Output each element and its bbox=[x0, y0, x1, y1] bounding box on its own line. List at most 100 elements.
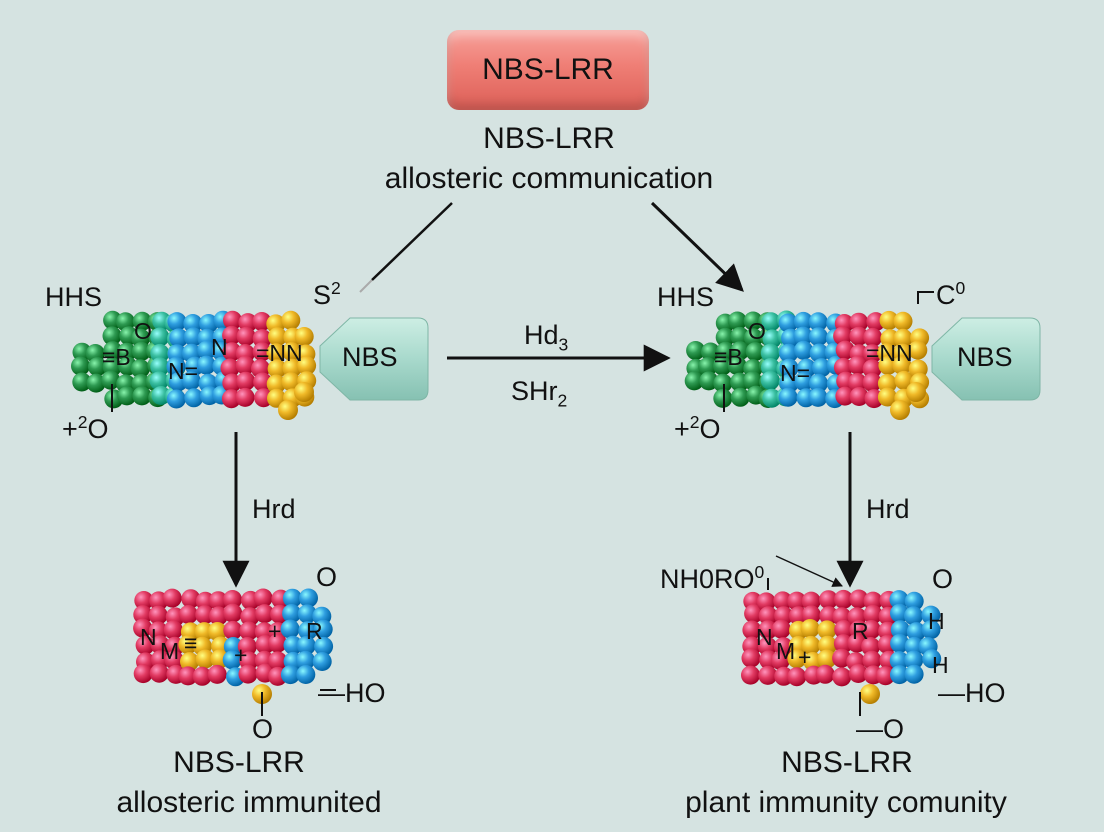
atom-bead-334 bbox=[861, 637, 881, 656]
atom-bead-228 bbox=[180, 652, 199, 672]
atom-bead-183 bbox=[862, 344, 882, 364]
atom-bead-347 bbox=[889, 651, 909, 671]
atom-bead-318 bbox=[815, 664, 835, 684]
atom-bead-346 bbox=[890, 633, 910, 653]
atom-bead-208 bbox=[133, 618, 153, 638]
atom-bead-350 bbox=[904, 606, 923, 626]
arrow-top-right bbox=[650, 201, 744, 292]
atom-bead-5 bbox=[86, 373, 106, 393]
atom-bead-56 bbox=[197, 340, 217, 360]
atom-bead-205 bbox=[906, 382, 926, 402]
atom-bead-294 bbox=[758, 665, 778, 685]
atom-bead-330 bbox=[848, 664, 868, 683]
atom-bead-355 bbox=[921, 605, 941, 625]
lp-n: N bbox=[140, 624, 157, 650]
atom-bead-288 bbox=[741, 665, 760, 685]
atom-bead-105 bbox=[684, 371, 704, 391]
right-eq-nn-label: =NN bbox=[866, 340, 913, 366]
atom-bead-108 bbox=[699, 371, 719, 391]
atom-bead-191 bbox=[877, 374, 897, 393]
atom-bead-45 bbox=[166, 356, 186, 376]
atom-bead-170 bbox=[833, 326, 853, 346]
atom-bead-232 bbox=[194, 622, 214, 642]
arrow-top-left bbox=[371, 202, 453, 281]
lp-r: R bbox=[306, 618, 323, 644]
lp-o-bottom: O bbox=[252, 714, 274, 744]
atom-bead-309 bbox=[800, 619, 820, 638]
atom-bead-269 bbox=[283, 635, 303, 655]
atom-bead-137 bbox=[760, 370, 780, 390]
atom-bead-236 bbox=[208, 591, 228, 611]
atom-bead-103 bbox=[686, 341, 706, 360]
atom-bead-185 bbox=[862, 372, 882, 392]
atom-bead-192 bbox=[877, 387, 897, 407]
product-left bbox=[133, 588, 334, 704]
nbs-label-left: NBS bbox=[342, 342, 398, 372]
atom-bead-8 bbox=[103, 341, 123, 361]
atom-bead-264 bbox=[268, 651, 288, 671]
atom-bead-277 bbox=[296, 665, 316, 684]
atom-bead-152 bbox=[793, 326, 813, 346]
atom-bead-187 bbox=[879, 310, 899, 330]
atom-bead-34 bbox=[149, 371, 169, 391]
atom-bead-217 bbox=[149, 663, 169, 683]
atom-bead-222 bbox=[164, 650, 184, 670]
atom-bead-86 bbox=[266, 343, 286, 363]
atom-bead-145 bbox=[778, 313, 798, 333]
left-n-label: N bbox=[211, 334, 228, 360]
atom-bead-155 bbox=[794, 371, 814, 391]
atom-bead-209 bbox=[135, 635, 155, 655]
atom-bead-117 bbox=[730, 341, 750, 361]
atom-bead-72 bbox=[238, 313, 258, 333]
atom-bead-207 bbox=[133, 605, 153, 625]
left-o-label: O bbox=[134, 318, 152, 344]
atom-bead-301 bbox=[787, 591, 807, 611]
atom-bead-344 bbox=[890, 603, 909, 623]
atom-bead-125 bbox=[743, 371, 763, 391]
atom-bead-75 bbox=[235, 355, 255, 375]
atom-bead-306 bbox=[787, 667, 807, 687]
atom-bead-162 bbox=[808, 387, 828, 407]
atom-bead-331 bbox=[863, 591, 883, 611]
atom-bead-121 bbox=[743, 311, 763, 331]
atom-bead-196 bbox=[892, 355, 912, 375]
reaction-bottom-label: SHr2 bbox=[511, 376, 568, 411]
title-line-1: NBS-LRR bbox=[483, 122, 615, 155]
atom-bead-333 bbox=[861, 620, 881, 639]
atom-bead-134 bbox=[762, 329, 782, 349]
atom-bead-211 bbox=[133, 664, 153, 684]
atom-bead-237 bbox=[209, 606, 228, 626]
atom-bead-220 bbox=[163, 620, 183, 640]
atom-bead-290 bbox=[758, 606, 778, 626]
atom-bead-255 bbox=[255, 604, 275, 624]
atom-bead-148 bbox=[779, 358, 799, 378]
atom-bead-190 bbox=[878, 355, 898, 375]
atom-bead-87 bbox=[267, 359, 287, 379]
atom-bead-48 bbox=[183, 314, 203, 333]
top-box-label: NBS-LRR bbox=[482, 53, 614, 86]
lp-o-top: O bbox=[316, 562, 338, 592]
atom-bead-234 bbox=[195, 649, 215, 669]
atom-bead-200 bbox=[908, 340, 928, 360]
lp-plus-2: + bbox=[268, 618, 282, 644]
atom-bead-280 bbox=[314, 636, 334, 656]
left-arrow-label: Hrd bbox=[252, 494, 296, 524]
atom-bead-343 bbox=[889, 590, 909, 610]
right-plus-o-label: +2O bbox=[674, 412, 721, 444]
left-caption-line-1: NBS-LRR bbox=[173, 746, 305, 779]
atom-bead-308 bbox=[801, 605, 821, 625]
atom-bead-281 bbox=[312, 652, 332, 671]
atom-bead-272 bbox=[299, 588, 318, 608]
atom-bead-79 bbox=[252, 329, 272, 349]
atom-bead-66 bbox=[223, 310, 242, 330]
atom-bead-206 bbox=[134, 591, 154, 610]
atom-bead-47 bbox=[166, 389, 186, 409]
atom-bead-118 bbox=[727, 356, 747, 375]
atom-bead-180 bbox=[849, 387, 869, 406]
atom-bead-135 bbox=[760, 343, 780, 363]
atom-bead-178 bbox=[848, 355, 868, 375]
atom-bead-193 bbox=[893, 311, 913, 331]
atom-bead-161 bbox=[809, 373, 828, 393]
atom-bead-253 bbox=[238, 664, 258, 684]
